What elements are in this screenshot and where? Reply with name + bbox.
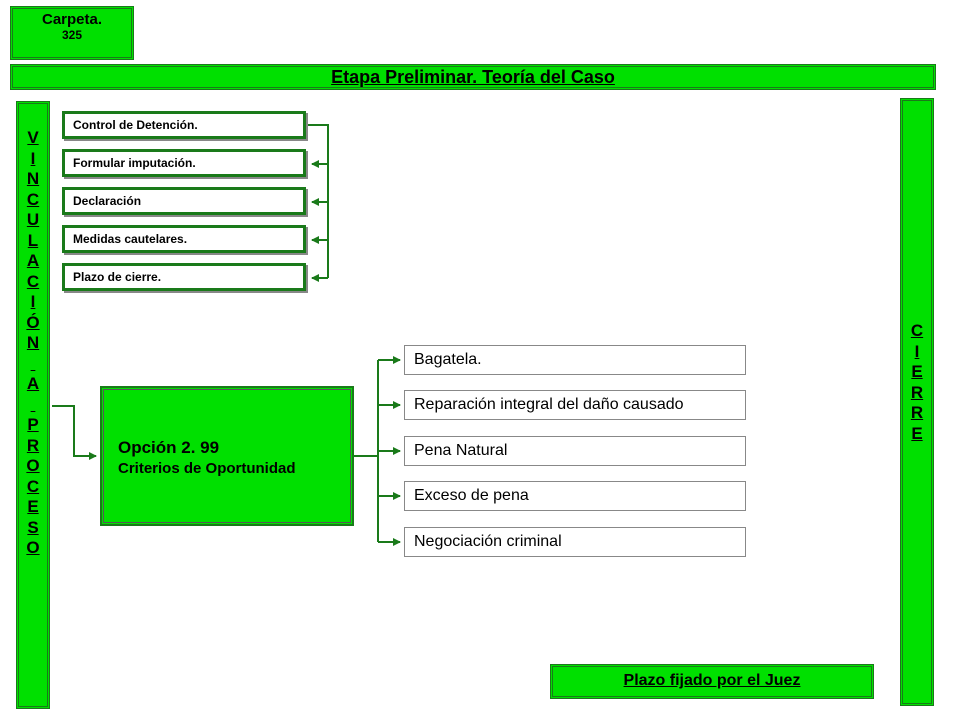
vinculacion-letter: C [26,271,40,291]
step-declaracion: Declaración [62,187,306,215]
vinculacion-letter: A [26,251,40,270]
vinculacion-letter: S [27,517,39,537]
criterion-pena-natural: Pena Natural [404,436,746,466]
vinculacion-letter: E [27,497,39,516]
vinculacion-letter: A [26,374,40,393]
folder-number: 325 [61,28,83,42]
stage-title-bar: Etapa Preliminar. Teoría del Caso [10,64,936,90]
stage-title: Etapa Preliminar. Teoría del Caso [331,67,615,87]
criterion-bagatela: Bagatela. [404,345,746,375]
option-box: Opción 2. 99 Criterios de Oportunidad [100,386,354,526]
cierre-letter: R [910,403,924,422]
cierre-letter: I [914,341,920,361]
step-formular-imputacion: Formular imputación. [62,149,306,177]
criterion-negociacion: Negociación criminal [404,527,746,557]
step-control-detencion: Control de Detención. [62,111,306,139]
cierre-letter: C [910,321,924,340]
vinculacion-letter: N [26,169,40,188]
cierre-bar: C I E R R E [900,98,934,706]
deadline-label: Plazo fijado por el Juez [623,672,801,689]
option-subtitle: Criterios de Oportunidad [118,460,296,477]
steps-bracket-line [308,124,329,278]
deadline-box: Plazo fijado por el Juez [550,664,874,699]
vinculacion-letter: N [26,333,40,352]
vinculacion-letter: Ó [26,312,40,332]
vinculacion-to-option-arrow [52,405,97,460]
vinculacion-letter: I [30,292,36,311]
vinculacion-bar: V I N C U L A C I Ó N A P R O C E S O [16,101,50,709]
cierre-letter: E [911,362,923,381]
vinculacion-letter: V [27,128,39,147]
vinculacion-letter: C [26,189,40,209]
folder-label: Carpeta. [41,11,103,28]
criterion-exceso-pena: Exceso de pena [404,481,746,511]
vinculacion-letter: O [26,538,40,557]
vinculacion-letter: R [26,435,40,455]
cierre-letter: E [911,423,923,443]
vinculacion-letter: L [27,230,39,250]
vinculacion-letter: O [26,456,40,475]
cierre-letter: R [910,382,924,402]
step-plazo-cierre: Plazo de cierre. [62,263,306,291]
folder-box: Carpeta. 325 [10,6,134,60]
criterion-reparacion: Reparación integral del daño causado [404,390,746,420]
vinculacion-letter: P [27,415,39,434]
vinculacion-letter: C [26,476,40,496]
step-medidas-cautelares: Medidas cautelares. [62,225,306,253]
vinculacion-letter: U [26,210,40,229]
vinculacion-letter: I [30,148,36,168]
option-title: Opción 2. 99 [118,438,220,457]
